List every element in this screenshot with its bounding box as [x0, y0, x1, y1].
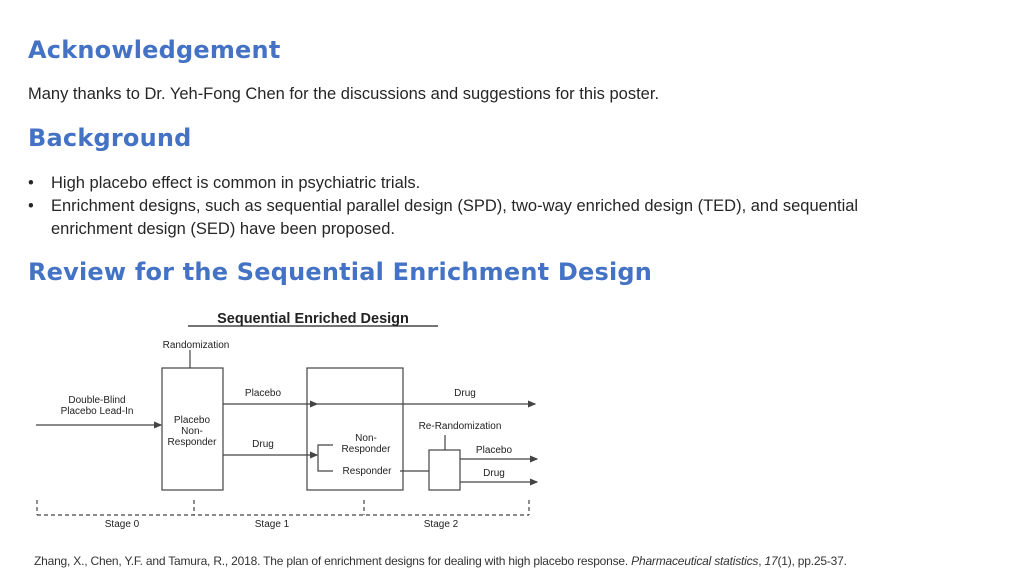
- non-responder-label-line2: Responder: [342, 444, 392, 455]
- randomization-label: Randomization: [163, 340, 230, 351]
- background-bullet-list: • High placebo effect is common in psych…: [28, 172, 888, 241]
- bullet-icon: •: [28, 174, 34, 192]
- bullet-text: High placebo effect is common in psychia…: [51, 174, 421, 192]
- background-heading: Background: [28, 124, 192, 152]
- bullet-text: Enrichment designs, such as sequential p…: [51, 197, 859, 238]
- box1-label-line3: Responder: [168, 437, 218, 448]
- drug-arm-label: Drug: [252, 439, 274, 450]
- stage1-drug-label: Drug: [454, 388, 476, 399]
- stage2-placebo-label: Placebo: [476, 445, 513, 456]
- bullet-item: • Enrichment designs, such as sequential…: [28, 195, 888, 241]
- citation-separator: ,: [758, 554, 765, 568]
- lead-in-label-line2: Placebo Lead-In: [61, 406, 134, 417]
- bullet-icon: •: [28, 197, 34, 215]
- acknowledgement-heading: Acknowledgement: [28, 36, 281, 64]
- bullet-item: • High placebo effect is common in psych…: [28, 172, 888, 195]
- re-randomization-label: Re-Randomization: [419, 421, 502, 432]
- citation-rest: (1), pp.25-37.: [777, 554, 847, 568]
- diagram-title: Sequential Enriched Design: [217, 311, 409, 327]
- citation-journal: Pharmaceutical statistics: [631, 554, 759, 568]
- citation-volume: 17: [764, 554, 778, 568]
- citation-text: Zhang, X., Chen, Y.F. and Tamura, R., 20…: [34, 554, 632, 568]
- stage2-drug-label: Drug: [483, 468, 505, 479]
- citation: Zhang, X., Chen, Y.F. and Tamura, R., 20…: [34, 554, 847, 568]
- stage-0-label: Stage 0: [105, 519, 140, 530]
- placebo-arm-label: Placebo: [245, 388, 282, 399]
- stage-1-label: Stage 1: [255, 519, 290, 530]
- lead-in-label-line1: Double-Blind: [68, 395, 125, 406]
- acknowledgement-text: Many thanks to Dr. Yeh-Fong Chen for the…: [28, 85, 660, 103]
- responder-label: Responder: [343, 466, 393, 477]
- stage-2-label: Stage 2: [424, 519, 459, 530]
- box1-label-line1: Placebo: [174, 415, 211, 426]
- sequential-enriched-design-diagram: Sequential Enriched Design Randomization…: [30, 305, 550, 540]
- review-heading: Review for the Sequential Enrichment Des…: [28, 258, 653, 286]
- non-responder-label-line1: Non-: [355, 433, 377, 444]
- box1-label-line2: Non-: [181, 426, 203, 437]
